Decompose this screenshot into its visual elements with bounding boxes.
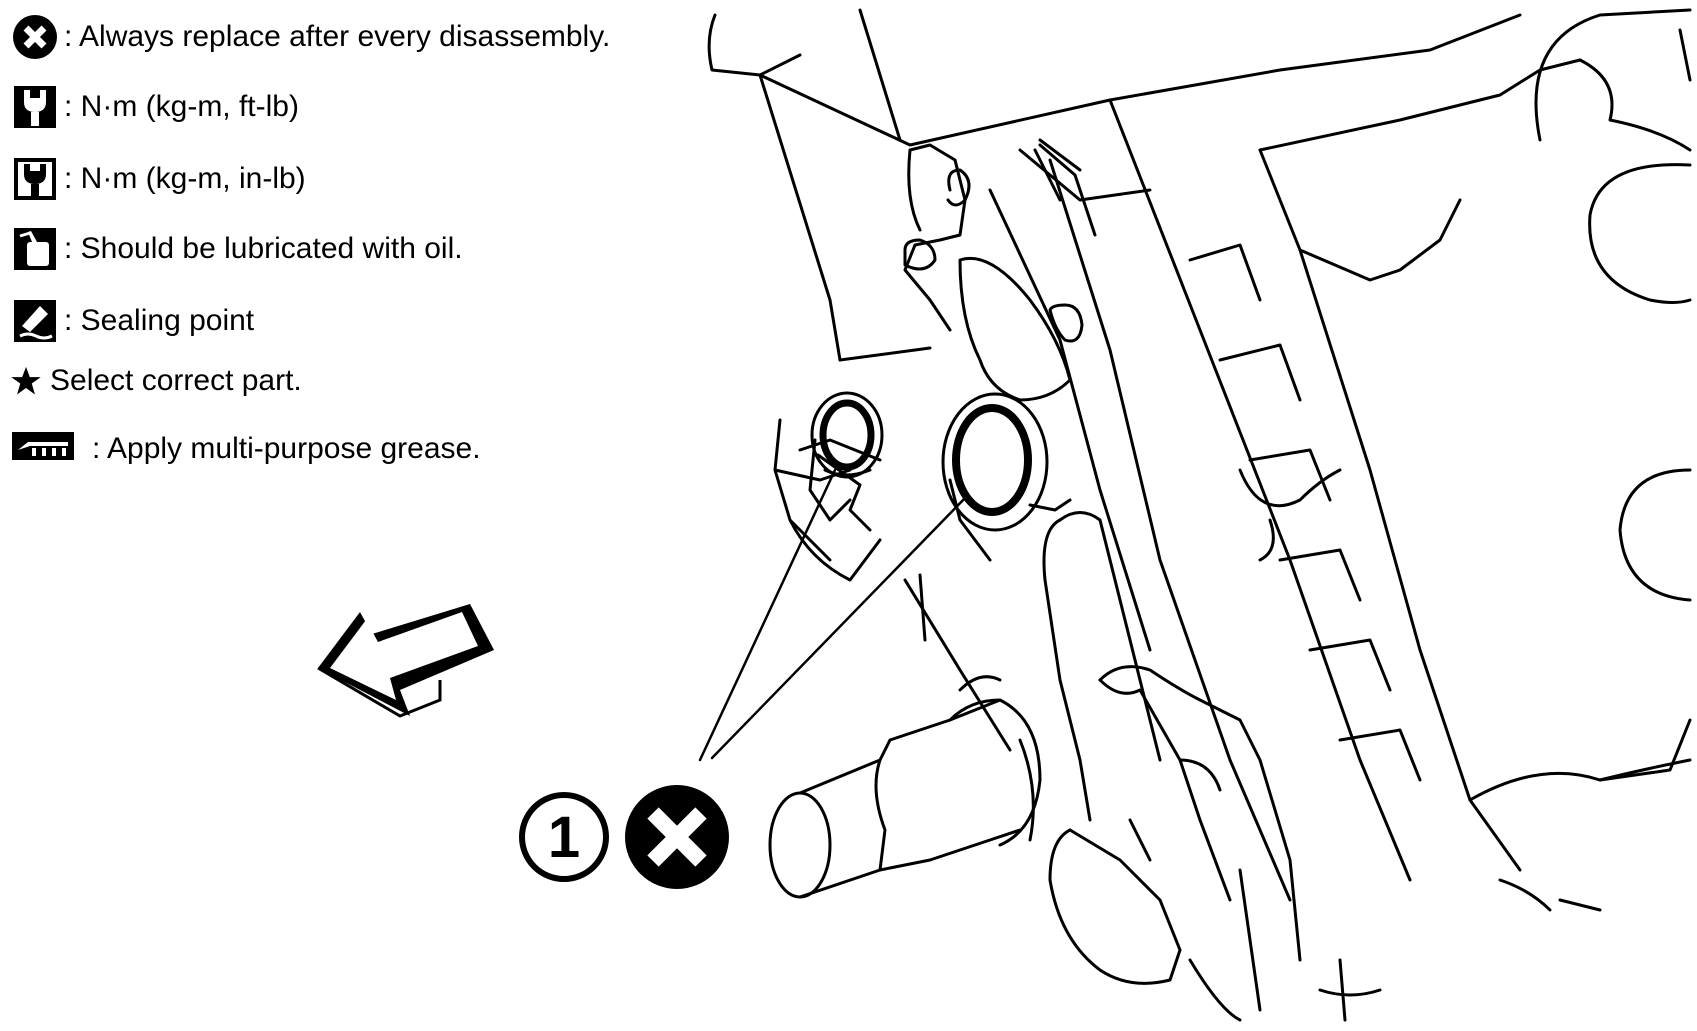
legend-item-oil: : Should be lubricated with oil. bbox=[10, 224, 463, 274]
torque-wrench-in-lb-icon bbox=[10, 154, 60, 204]
legend-item-replace: : Always replace after every disassembly… bbox=[10, 12, 610, 62]
legend-text-oil: : Should be lubricated with oil. bbox=[64, 232, 463, 265]
legend-text-torque-in-lb: : N·m (kg-m, in-lb) bbox=[64, 162, 306, 195]
water-pipe-vertical bbox=[1042, 511, 1302, 962]
legend-text-torque-ft-lb: : N·m (kg-m, ft-lb) bbox=[64, 90, 299, 123]
bore-upper bbox=[1588, 163, 1692, 304]
legend-text-sealing: : Sealing point bbox=[64, 304, 255, 337]
engine-block-outline bbox=[758, 8, 1522, 902]
oil-can-icon bbox=[10, 224, 60, 274]
housing-left-outline bbox=[707, 13, 932, 582]
star-icon bbox=[10, 356, 42, 406]
bore-lower bbox=[1618, 468, 1692, 602]
legend-text-select-part: Select correct part. bbox=[50, 364, 302, 397]
legend-text-replace: : Always replace after every disassembly… bbox=[64, 20, 611, 53]
svg-text:1: 1 bbox=[548, 805, 580, 870]
replace-x-icon bbox=[625, 785, 729, 889]
replace-x-icon bbox=[10, 12, 60, 62]
grease-gun-icon bbox=[10, 424, 76, 474]
gusset-edge bbox=[1033, 148, 1062, 202]
legend-item-torque-ft-lb: : N·m (kg-m, ft-lb) bbox=[10, 82, 299, 132]
legend-item-grease: : Apply multi-purpose grease. bbox=[10, 424, 481, 474]
block-right-side bbox=[1188, 8, 1692, 872]
detail-line bbox=[1498, 878, 1552, 912]
legend-item-select-part: Select correct part. bbox=[10, 356, 302, 406]
outlet-port-right bbox=[941, 392, 1072, 562]
legend-text-grease: : Apply multi-purpose grease. bbox=[92, 432, 481, 465]
gusset-upper bbox=[1038, 143, 1097, 237]
flange-plate bbox=[903, 143, 1084, 402]
sealant-tube-icon bbox=[10, 296, 60, 346]
callout-leader-lines bbox=[698, 468, 970, 762]
legend-item-torque-in-lb: : N·m (kg-m, in-lb) bbox=[10, 154, 306, 204]
detail-line bbox=[1558, 898, 1602, 912]
engine-front-arrow-icon bbox=[317, 604, 494, 718]
torque-wrench-ft-lb-icon bbox=[10, 82, 60, 132]
hose-connector-elbow bbox=[1048, 818, 1382, 1022]
water-pipe bbox=[768, 573, 1042, 899]
legend-item-sealing: : Sealing point bbox=[10, 296, 254, 346]
callout-number-1: 1 bbox=[519, 792, 609, 882]
symbol-legend: : Always replace after every disassembly… bbox=[0, 0, 700, 520]
